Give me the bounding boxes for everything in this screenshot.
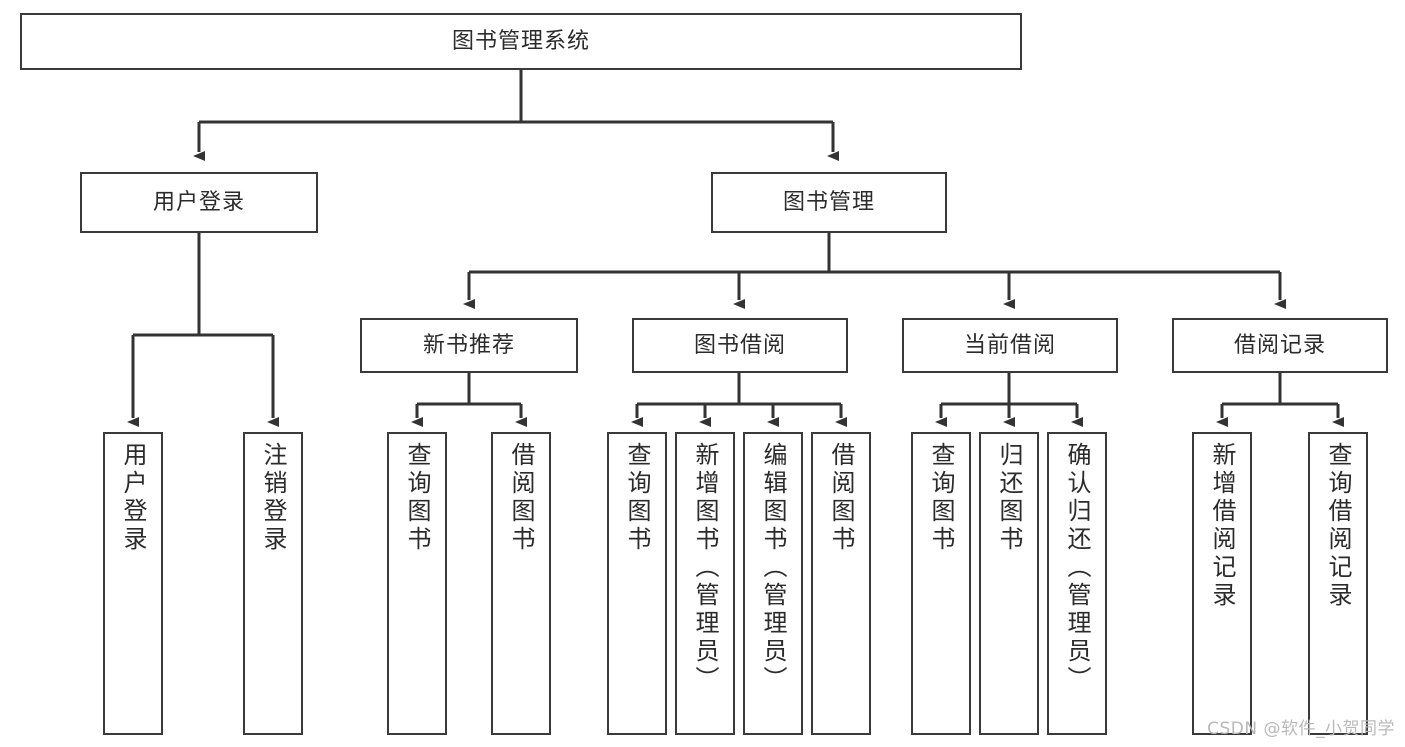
node-label: 用户登录 bbox=[119, 442, 147, 554]
leaf-book-borrow-borrow[interactable]: 借阅图书 bbox=[811, 432, 871, 735]
node-label: 当前借阅 bbox=[963, 332, 1056, 358]
node-label: 查询借阅记录 bbox=[1324, 442, 1352, 610]
node-label: 图书管理 bbox=[782, 189, 875, 215]
leaf-user-login-logout[interactable]: 注销登录 bbox=[243, 432, 303, 735]
leaf-new-book-borrow[interactable]: 借阅图书 bbox=[491, 432, 551, 735]
node-label: 归还图书 bbox=[995, 442, 1023, 554]
leaf-book-borrow-edit[interactable]: 编辑图书（管理员） bbox=[743, 432, 803, 735]
leaf-current-borrow-confirm-return[interactable]: 确认归还（管理员） bbox=[1047, 432, 1107, 735]
node-label: 借阅记录 bbox=[1233, 332, 1326, 358]
leaf-current-borrow-query[interactable]: 查询图书 bbox=[911, 432, 971, 735]
node-current-borrow[interactable]: 当前借阅 bbox=[902, 318, 1118, 373]
leaf-book-borrow-add[interactable]: 新增图书（管理员） bbox=[675, 432, 735, 735]
leaf-current-borrow-return[interactable]: 归还图书 bbox=[979, 432, 1039, 735]
node-label: 用户登录 bbox=[152, 189, 245, 215]
node-user-login[interactable]: 用户登录 bbox=[80, 172, 318, 233]
node-label: 图书管理系统 bbox=[451, 28, 590, 54]
leaf-book-borrow-query[interactable]: 查询图书 bbox=[607, 432, 667, 735]
node-label: 编辑图书（管理员） bbox=[759, 442, 787, 694]
node-label: 新书推荐 bbox=[422, 332, 515, 358]
node-label: 查询图书 bbox=[927, 442, 955, 554]
leaf-new-book-query[interactable]: 查询图书 bbox=[387, 432, 447, 735]
node-book-borrow[interactable]: 图书借阅 bbox=[632, 318, 848, 373]
node-label: 借阅图书 bbox=[827, 442, 855, 554]
node-label: 确认归还（管理员） bbox=[1063, 442, 1091, 694]
node-new-book-recommend[interactable]: 新书推荐 bbox=[360, 318, 578, 373]
node-label: 借阅图书 bbox=[507, 442, 535, 554]
leaf-borrow-record-add[interactable]: 新增借阅记录 bbox=[1192, 432, 1252, 735]
node-book-management[interactable]: 图书管理 bbox=[711, 172, 947, 233]
node-label: 查询图书 bbox=[623, 442, 651, 554]
node-root-system[interactable]: 图书管理系统 bbox=[20, 13, 1022, 70]
watermark: CSDN @软件_小贺同学 bbox=[1207, 719, 1395, 739]
leaf-user-login-login[interactable]: 用户登录 bbox=[103, 432, 163, 735]
node-label: 新增图书（管理员） bbox=[691, 442, 719, 694]
node-borrow-record[interactable]: 借阅记录 bbox=[1172, 318, 1388, 373]
node-label: 查询图书 bbox=[403, 442, 431, 554]
node-label: 图书借阅 bbox=[693, 332, 786, 358]
node-label: 注销登录 bbox=[259, 442, 287, 554]
node-label: 新增借阅记录 bbox=[1208, 442, 1236, 610]
leaf-borrow-record-query[interactable]: 查询借阅记录 bbox=[1308, 432, 1368, 735]
